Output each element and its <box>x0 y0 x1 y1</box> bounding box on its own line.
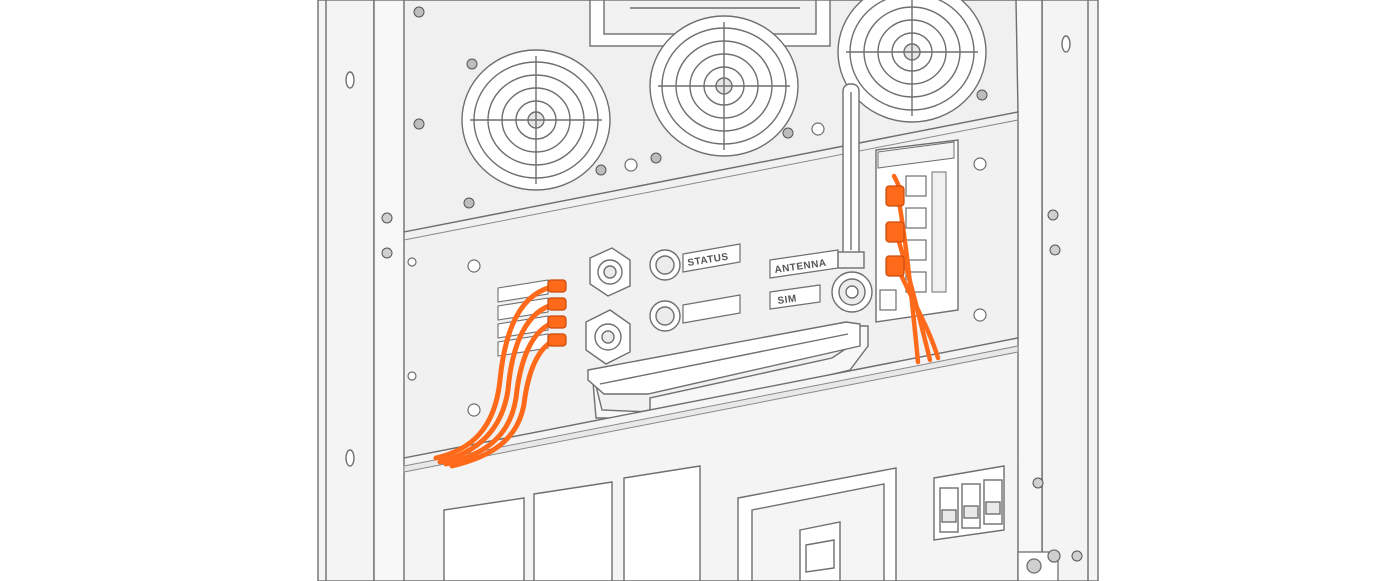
panel-handle <box>587 321 869 419</box>
fan-grille-icon <box>837 0 987 123</box>
fan-panel <box>403 0 1019 233</box>
indicator-lamp-icon <box>649 249 681 281</box>
sim-label: SIM <box>777 293 798 307</box>
cable-gland <box>589 247 631 297</box>
breaker-panel <box>403 337 1061 581</box>
indicator-lamp-icon <box>649 300 681 332</box>
fan-grille-icon <box>461 49 611 191</box>
antenna <box>837 83 865 269</box>
fan-grille-icon <box>649 15 799 157</box>
cable-gland <box>585 309 631 365</box>
communication-panel: STATUS ANTENNA SIM <box>403 83 1019 459</box>
sim-label-plate: SIM <box>769 284 821 310</box>
rj45-port-icon <box>879 175 927 311</box>
cable-plugs-left <box>547 279 567 347</box>
sim-holder <box>831 271 873 313</box>
blank-label-plate <box>682 294 741 324</box>
status-label-plate: STATUS <box>682 243 741 273</box>
circuit-breaker-icon <box>933 465 1005 541</box>
cable-bundle-left <box>433 283 559 469</box>
main-switch <box>737 467 897 581</box>
cable-plugs-right <box>885 185 905 277</box>
